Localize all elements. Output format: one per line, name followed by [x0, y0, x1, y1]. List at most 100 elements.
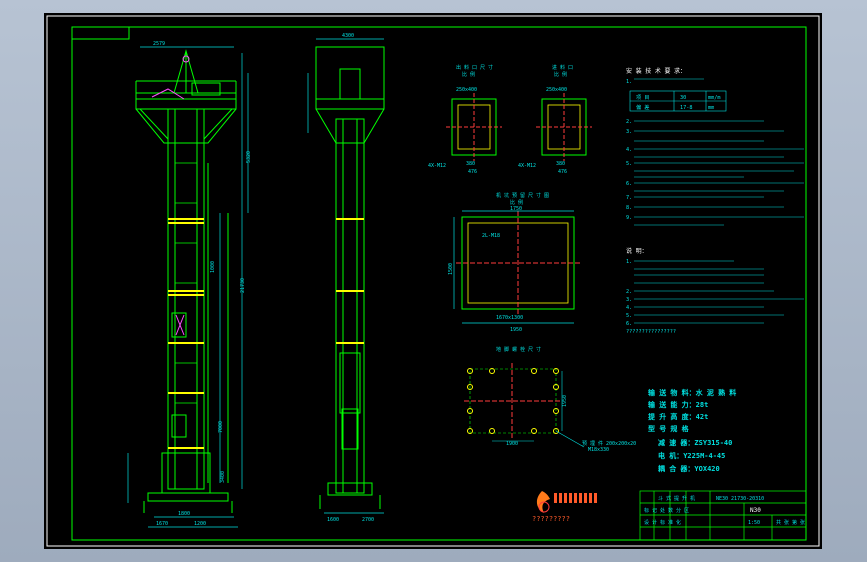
logo-text: ????????? — [532, 515, 570, 523]
pit-title: 机 坑 预 留 尺 寸 图 — [496, 192, 549, 199]
tb-scale: 1:50 — [748, 520, 760, 526]
dim-side-1: 1600 — [327, 517, 339, 523]
dim-mid-2: 1000 — [210, 261, 216, 273]
pit-top-dim: 1750 — [510, 206, 522, 212]
notes-lines: 1. 2. 3. 4. 5. 6. ???????????????? — [626, 259, 676, 335]
elevator-side-view — [315, 46, 385, 509]
elevator-front-view — [135, 49, 237, 513]
tech-line: 4. — [626, 147, 632, 153]
spec-coupler: 耦 合 器：YOX420 — [658, 464, 720, 473]
note-line: 1. — [626, 259, 632, 265]
inlet-top-dim: 250x400 — [546, 87, 567, 93]
spec-reducer: 减 速 器：ZSY315-40 — [658, 438, 732, 447]
inlet-sub: 比 例 — [554, 71, 567, 78]
tech-line: 7. — [626, 195, 632, 201]
tech-table-r1c3: mm/m — [708, 95, 721, 101]
inlet-label: 4X-M12 — [518, 163, 536, 169]
spec-block: 输 送 物 料：水 泥 熟 料 输 送 能 力：28t 提 升 高 度：42t … — [647, 388, 736, 473]
pit-sub: 比 例 — [510, 199, 523, 206]
elevator-front-dim-labels: 2579 21730 5320 1000 7000 3400 1800 1670… — [153, 41, 252, 527]
dim-base-r: 1200 — [194, 521, 206, 527]
spec-capacity: 输 送 能 力：28t — [648, 400, 708, 409]
tech-lines: 1. 2. 3. 4. 5. 6. 7. 8. 9. — [626, 79, 632, 221]
tech-title: 安 装 技 术 要 求： — [626, 67, 686, 75]
tech-line: 9. — [626, 215, 632, 221]
spec-height: 提 升 高 度：42t — [647, 412, 708, 421]
inlet-view: 进 料 口 比 例 250x400 4X-M12 380 476 — [518, 64, 592, 175]
tb-sheet: 共 张 第 张 — [776, 519, 805, 526]
notes-title: 说 明： — [626, 247, 648, 255]
tech-table-r2c2: 17-8 — [680, 105, 693, 111]
pit-inner-dim: 1670x1300 — [496, 315, 523, 321]
note-line: 5. — [626, 313, 632, 319]
dim-top-left: 2579 — [153, 41, 165, 47]
drawing-canvas: 2579 21730 5320 1000 7000 3400 1800 1670… — [46, 15, 820, 547]
tb-row3: 设 计 标 准 化 — [644, 519, 681, 526]
note-line: 2. — [626, 289, 632, 295]
elevator-side-dimensions — [307, 38, 384, 514]
pit-label: 2L-M18 — [482, 233, 500, 239]
tech-table-r2c1: 偏 差 — [636, 103, 650, 111]
dim-side-2: 2700 — [362, 517, 374, 523]
dim-base-w: 1800 — [178, 511, 190, 517]
dim-mid-3: 7000 — [218, 421, 224, 433]
inner-frame — [71, 26, 807, 541]
tech-requirements: 安 装 技 术 要 求： 项 目 30 mm/m 偏 差 17-8 mm 1. … — [626, 67, 804, 335]
dim-mid-1: 5320 — [246, 151, 252, 163]
outer-frame — [46, 15, 820, 547]
drawing-sheet[interactable]: 2579 21730 5320 1000 7000 3400 1800 1670… — [44, 13, 822, 549]
note-line: ???????????????? — [626, 329, 676, 335]
anchor-bolt-view: 地 脚 螺 栓 尺 寸 1900 1950 预 埋 件 200x200x20 M… — [464, 346, 636, 453]
elevator-front-magenta — [151, 55, 190, 336]
title-block-text: NE30 21730-20310 N30 斗 式 提 升 机 标 记 处 数 分… — [644, 495, 805, 526]
tech-line: 2. — [626, 119, 632, 125]
outlet-label: 4X-M12 — [428, 163, 446, 169]
inlet-title: 进 料 口 — [552, 64, 573, 71]
company-logo: ????????? — [532, 491, 597, 523]
elevator-side-dim-labels: 4300 1600 2700 — [327, 33, 374, 523]
tech-line: 8. — [626, 205, 632, 211]
tech-filler-lines — [634, 78, 804, 226]
spec-model: 型 号 规 格 — [648, 424, 690, 433]
pit-plan-view: 机 坑 预 留 尺 寸 图 比 例 1750 2L-M18 1500 1670x… — [448, 192, 580, 333]
tech-line: 6. — [626, 181, 632, 187]
spec-motor: 电 机：Y225M-4-45 — [658, 451, 725, 460]
dim-bot-1: 3400 — [220, 471, 226, 483]
outlet-view: 出 料 口 尺 寸 比 例 250x400 4X-M12 380 476 — [428, 64, 502, 175]
tb-tag: N30 — [750, 507, 761, 514]
outlet-top-dim: 250x400 — [456, 87, 477, 93]
outlet-bottom-dim: 476 — [468, 169, 477, 175]
tb-row2: 标 记 处 数 分 区 — [644, 507, 689, 514]
dim-total-height: 21730 — [240, 278, 246, 293]
outlet-sub: 比 例 — [462, 71, 475, 78]
outlet-title: 出 料 口 尺 寸 — [456, 64, 493, 71]
tech-table-r1c2: 30 — [680, 95, 686, 101]
dim-top-right: 4300 — [342, 33, 354, 39]
tech-line: 5. — [626, 161, 632, 167]
anchor-note-2: M18x330 — [588, 447, 609, 453]
tech-table-r2c3: mm — [708, 105, 714, 111]
anchor-side-dim: 1950 — [562, 395, 568, 407]
corner-label-box — [71, 26, 130, 40]
note-line: 6. — [626, 321, 632, 327]
tech-line: 3. — [626, 129, 632, 135]
anchor-title: 地 脚 螺 栓 尺 寸 — [496, 346, 541, 353]
tb-company: 斗 式 提 升 机 — [658, 495, 695, 502]
title-block — [639, 490, 807, 541]
pit-bottom-dim: 1950 — [510, 327, 522, 333]
note-line: 3. — [626, 297, 632, 303]
inlet-bottom-dim: 476 — [558, 169, 567, 175]
elevator-front-yellow-bands — [168, 218, 204, 449]
elevator-side-yellow — [336, 218, 364, 344]
pit-left-dim: 1500 — [448, 263, 454, 275]
outlet-width: 380 — [466, 161, 475, 167]
tb-code: NE30 21730-20310 — [716, 496, 764, 502]
dim-base-l: 1670 — [156, 521, 168, 527]
anchor-bottom-dim: 1900 — [506, 441, 518, 447]
tech-table-r1c1: 项 目 — [636, 94, 650, 101]
spec-material: 输 送 物 料：水 泥 熟 料 — [648, 388, 736, 397]
tech-line: 1. — [626, 79, 632, 85]
elevator-front-dimensions — [127, 46, 249, 528]
inlet-width: 380 — [556, 161, 565, 167]
